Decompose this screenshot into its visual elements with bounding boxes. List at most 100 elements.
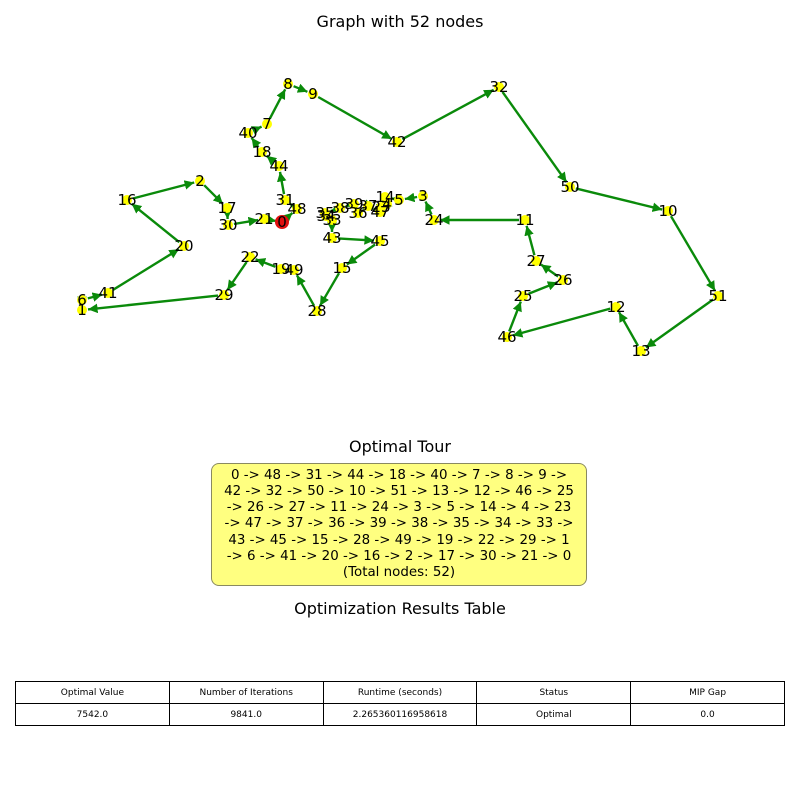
tour-total-nodes: (Total nodes: 52) <box>342 565 456 580</box>
header-runtime: Runtime (seconds) <box>322 681 478 704</box>
edge-15-to-28 <box>318 272 341 307</box>
edge-50-to-10 <box>575 187 663 212</box>
node-marker-16 <box>122 195 132 205</box>
edge-27-to-11 <box>524 225 536 256</box>
node-label-29: 29 <box>214 286 233 304</box>
edge-18-to-40 <box>250 137 262 149</box>
node-label-40: 40 <box>238 124 257 142</box>
node-marker-51 <box>713 291 723 301</box>
node-label-30: 30 <box>218 216 237 234</box>
edge-46-to-25 <box>508 301 522 332</box>
node-label-1: 1 <box>77 301 87 319</box>
edge-40-to-7 <box>250 125 263 135</box>
node-label-34: 34 <box>316 207 335 225</box>
node-label-14: 14 <box>375 188 394 206</box>
node-marker-10 <box>663 206 673 216</box>
edge-24-to-3 <box>424 200 434 216</box>
node-label-25: 25 <box>513 287 532 305</box>
node-marker-45 <box>375 236 385 246</box>
node-marker-29 <box>219 290 229 300</box>
node-label-44: 44 <box>269 157 288 175</box>
value-number-of-iterations: 9841.0 <box>168 703 324 726</box>
node-label-19: 19 <box>271 260 290 278</box>
value-runtime: 2.265360116958618 <box>322 703 478 726</box>
node-marker-1 <box>77 305 87 315</box>
node-marker-19 <box>276 264 286 274</box>
node-label-28: 28 <box>307 302 326 320</box>
node-label-51: 51 <box>708 287 727 305</box>
node-marker-7 <box>262 119 272 129</box>
node-marker-47 <box>375 207 385 217</box>
node-label-24: 24 <box>424 211 443 229</box>
node-label-27: 27 <box>526 252 545 270</box>
edge-3-to-5 <box>404 192 418 203</box>
edge-13-to-12 <box>617 311 640 347</box>
node-label-22: 22 <box>240 248 259 266</box>
node-label-31: 31 <box>275 191 294 209</box>
node-marker-6 <box>77 295 87 305</box>
header-number-of-iterations: Number of Iterations <box>168 681 324 704</box>
node-marker-32 <box>494 82 504 92</box>
edge-26-to-27 <box>540 263 559 278</box>
node-label-2: 2 <box>195 172 205 190</box>
edge-7-to-8 <box>268 88 287 120</box>
node-label-12: 12 <box>606 298 625 316</box>
node-marker-41 <box>103 288 113 298</box>
node-label-8: 8 <box>283 75 293 93</box>
node-marker-15 <box>337 263 347 273</box>
node-label-6: 6 <box>77 291 87 309</box>
node-label-41: 41 <box>98 284 117 302</box>
node-marker-11 <box>520 215 530 225</box>
node-marker-2 <box>195 176 205 186</box>
edge-32-to-50 <box>501 91 568 183</box>
start-node-marker <box>275 215 289 229</box>
node-marker-12 <box>611 302 621 312</box>
node-marker-27 <box>531 256 541 266</box>
node-marker-44 <box>274 161 284 171</box>
node-marker-13 <box>636 346 646 356</box>
node-label-4: 4 <box>382 195 392 213</box>
node-marker-30 <box>223 220 233 230</box>
node-label-26: 26 <box>553 271 572 289</box>
header-status: Status <box>476 681 632 704</box>
node-marker-31 <box>280 195 290 205</box>
tour-line: -> 6 -> 41 -> 20 -> 16 -> 2 -> 17 -> 30 … <box>226 548 572 564</box>
tour-line: 42 -> 32 -> 50 -> 10 -> 51 -> 13 -> 12 -… <box>224 483 574 499</box>
node-marker-25 <box>518 291 528 301</box>
node-label-13: 13 <box>631 342 650 360</box>
value-optimal-value: 7542.0 <box>15 703 170 726</box>
node-label-39: 39 <box>344 195 363 213</box>
node-label-33: 33 <box>322 211 341 229</box>
node-label-15: 15 <box>332 259 351 277</box>
node-label-21: 21 <box>254 210 273 228</box>
edge-16-to-2 <box>132 180 195 200</box>
node-label-48: 48 <box>287 200 306 218</box>
node-marker-26 <box>558 275 568 285</box>
edge-31-to-44 <box>276 171 287 195</box>
node-marker-43 <box>327 233 337 243</box>
node-marker-5 <box>394 195 404 205</box>
node-label-23: 23 <box>371 198 390 216</box>
tour-line: 43 -> 45 -> 15 -> 28 -> 49 -> 19 -> 22 -… <box>228 532 570 548</box>
node-label-35: 35 <box>315 204 334 222</box>
node-marker-39 <box>349 199 359 209</box>
node-label-9: 9 <box>308 85 318 103</box>
edge-6-to-41 <box>87 292 103 302</box>
node-label-7: 7 <box>262 115 272 133</box>
node-marker-46 <box>502 332 512 342</box>
table-header-row: Optimal Value Number of Iterations Runti… <box>15 681 785 704</box>
edge-47-to-37 <box>372 207 385 218</box>
node-label-16: 16 <box>117 191 136 209</box>
edge-8-to-9 <box>293 83 308 93</box>
node-marker-3 <box>418 191 428 201</box>
tour-title: Optimal Tour <box>349 437 451 456</box>
node-marker-8 <box>283 79 293 89</box>
edge-10-to-51 <box>669 215 717 292</box>
node-label-42: 42 <box>387 133 406 151</box>
edge-2-to-17 <box>203 184 224 205</box>
node-marker-17 <box>222 203 232 213</box>
edge-39-to-38 <box>345 198 357 208</box>
node-marker-20 <box>179 241 189 251</box>
